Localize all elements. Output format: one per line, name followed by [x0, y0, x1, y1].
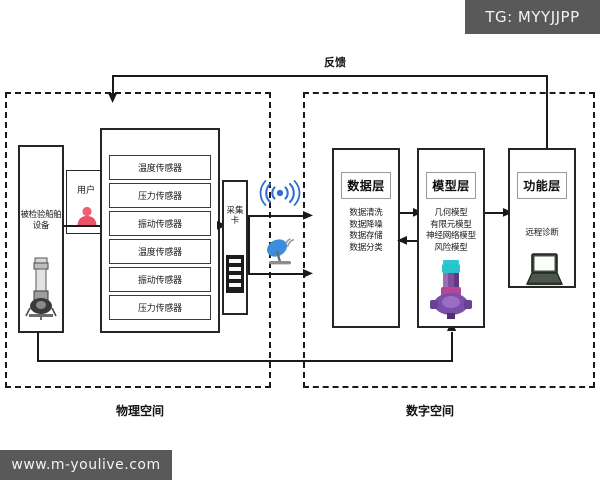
- physical-to-digital-line-upper: [248, 215, 306, 217]
- feedback-line-left-vertical: [112, 75, 114, 95]
- digital-space-frame: [303, 92, 595, 388]
- sensor-item[interactable]: 温度传感器: [109, 239, 211, 264]
- feedback-line-right-vertical: [546, 75, 548, 175]
- feedback-arrowhead: [108, 93, 118, 103]
- sensor-item[interactable]: 温度传感器: [109, 155, 211, 180]
- layer-item: 神经网络模型: [426, 231, 476, 241]
- model-to-data-arrowhead: [397, 236, 407, 245]
- physical-to-digital-line-lower: [248, 273, 306, 275]
- model-to-func-line: [485, 212, 508, 214]
- acquisition-card-title: 采集卡: [226, 206, 244, 226]
- site-watermark-chip: www.m-youlive.com: [0, 450, 172, 480]
- satellite-dish-icon: [266, 238, 295, 265]
- laptop-icon: [525, 253, 564, 286]
- physical-space-frame: [5, 92, 271, 388]
- layer-item: 风险模型: [434, 242, 468, 253]
- equipment-title: 被检验船舶设备: [20, 210, 62, 231]
- tag-watermark-chip: TG: MYYJJPP: [465, 0, 600, 34]
- layer-item: 数据降噪: [349, 219, 383, 230]
- data-layer-items: 数据清洗 数据降噪 数据存储 数据分类: [334, 208, 398, 254]
- layer-item: 几何模型: [434, 208, 468, 218]
- layer-item: 数据清洗: [349, 208, 383, 218]
- data-to-model-line-upper: [400, 212, 417, 214]
- physical-space-label: 物理空间: [115, 404, 164, 418]
- sensor-item[interactable]: 振动传感器: [109, 211, 211, 236]
- user-title: 用户: [76, 186, 95, 196]
- layer-item: 远程诊断: [525, 228, 559, 238]
- layer-item: 数据分类: [349, 242, 383, 253]
- sensor-item[interactable]: 压力传感器: [109, 295, 211, 320]
- model-layer-title: 模型层: [426, 172, 476, 199]
- function-layer-title: 功能层: [517, 172, 567, 199]
- equipment-to-sensors-line: [64, 225, 100, 227]
- sensor-item[interactable]: 振动传感器: [109, 267, 211, 292]
- bottom-line-horizontal: [37, 360, 453, 362]
- digital-space-label: 数字空间: [405, 404, 454, 418]
- function-layer-items: 远程诊断: [510, 228, 574, 240]
- physical-to-digital-arrowhead-lower: [303, 269, 313, 278]
- layer-item: 有限元模型: [430, 219, 472, 230]
- bottom-line-right-vertical: [451, 332, 453, 361]
- pump-3d-color-icon: [430, 260, 472, 319]
- layer-item: 数据存储: [349, 231, 383, 241]
- wifi-signal-icon: [259, 180, 301, 206]
- bottom-line-left-vertical: [37, 333, 39, 361]
- sensor-item[interactable]: 压力传感器: [109, 183, 211, 208]
- data-layer-title: 数据层: [341, 172, 391, 199]
- pump-grayscale-icon: [25, 257, 57, 320]
- user-person-icon: [77, 206, 97, 226]
- acquisition-card-box[interactable]: [222, 180, 248, 315]
- daq-branch-vertical: [248, 215, 250, 274]
- function-layer-box[interactable]: [508, 148, 576, 288]
- model-to-data-line-lower: [400, 240, 417, 242]
- daq-card-icon: [226, 255, 244, 293]
- model-layer-items: 几何模型 有限元模型 神经网络模型 风险模型: [419, 208, 483, 254]
- physical-to-digital-arrowhead-upper: [303, 211, 313, 220]
- feedback-line-top-horizontal: [112, 75, 548, 77]
- feedback-label: 反馈: [324, 56, 346, 69]
